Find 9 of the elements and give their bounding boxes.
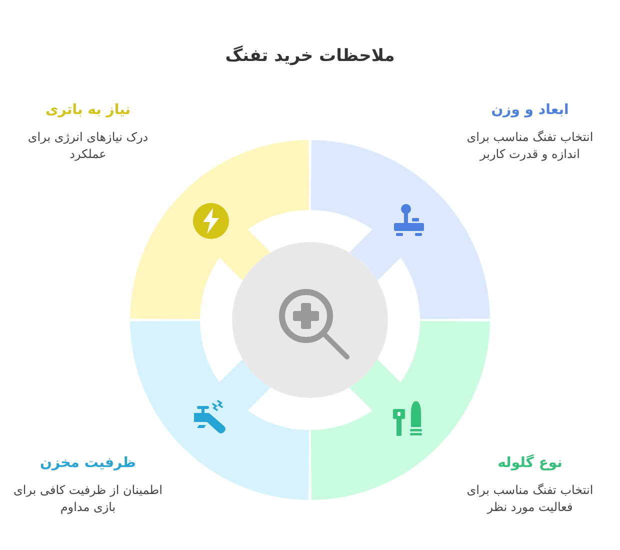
heading: ظرفیت مخزن (40, 455, 136, 471)
heading: نوع گلوله (498, 455, 562, 471)
description: اطمینان از ظرفیت کافی برای بازی مداوم (13, 482, 163, 516)
description: درک نیازهای انرژی برای عملکرد (26, 129, 150, 163)
title: ملاحظات خرید تفنگ (225, 46, 395, 66)
description: انتخاب تفنگ مناسب برای اندازه و قدرت کاربر (466, 129, 594, 163)
description: انتخاب تفنگ مناسب برای فعالیت مورد نظر (466, 482, 594, 516)
heading: نیاز به باتری (45, 102, 131, 118)
heading: ابعاد و وزن (491, 102, 569, 118)
